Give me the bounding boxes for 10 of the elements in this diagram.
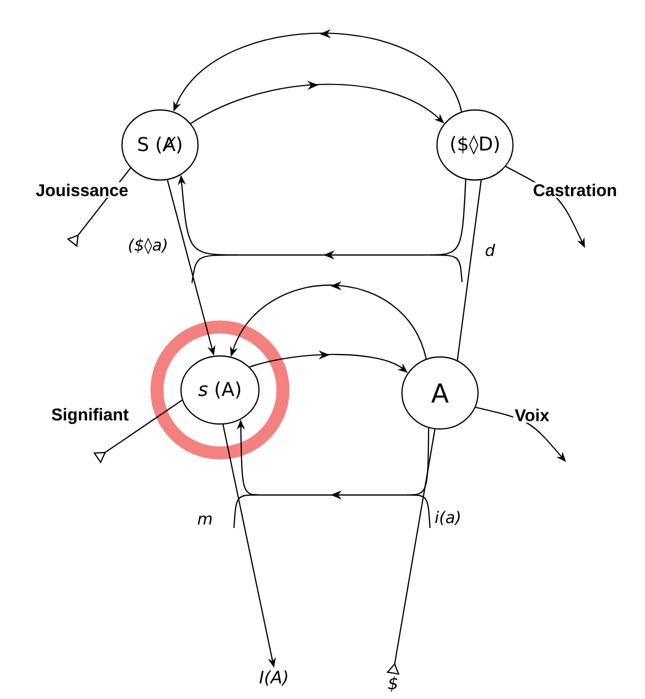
edge-label: Castration (531, 182, 619, 198)
node-label: I(A) (260, 670, 288, 686)
edge-label: Signifiant (50, 406, 130, 426)
line-label: m (198, 516, 212, 524)
line-label: d (486, 244, 496, 256)
node-label: $ (388, 676, 398, 692)
edge-label: Voix (513, 407, 551, 423)
line-label: ($◊a) (129, 238, 167, 254)
edge-label: Jouissance (34, 182, 130, 198)
line-label: i(a) (435, 510, 460, 526)
